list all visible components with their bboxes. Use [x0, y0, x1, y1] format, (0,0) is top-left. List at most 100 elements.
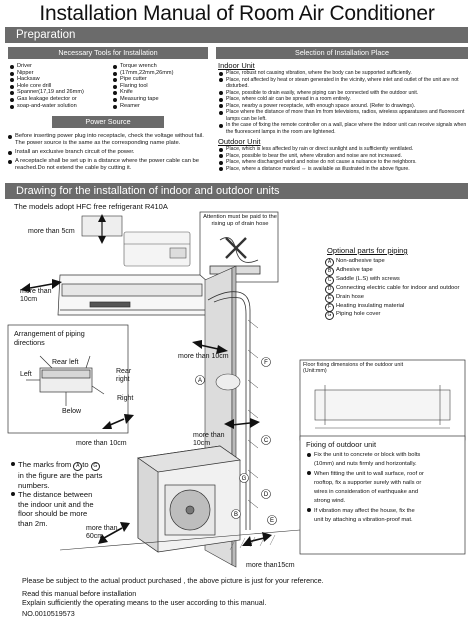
tool-item: Knife [112, 89, 212, 96]
part-text: Saddle (L.S) with screws [336, 275, 400, 282]
power-item: Before inserting power plug into recepta… [7, 133, 210, 147]
arrow-60cm [98, 522, 130, 544]
outdoor-item: Place, possible to bear the unit, where … [218, 153, 470, 160]
piping-direction-diagram [26, 355, 105, 406]
label-more-than-15cm: more than15cm [246, 562, 295, 569]
part-text: Drain hose [336, 293, 365, 300]
arrow-10cm-out2 [224, 418, 260, 429]
part-text: Adhesive tape [336, 266, 373, 273]
power-header: Power Source [52, 116, 164, 128]
part-text: Connecting electric cable for indoor and… [336, 284, 460, 291]
model-note: The models adopt HFC free refrigerant R4… [14, 202, 168, 211]
distance-arrows [20, 279, 272, 546]
tool-item: (17mm,22mm,26mm) [112, 70, 212, 77]
power-item: Install an exclusive branch circuit of t… [7, 149, 210, 156]
svg-text:A: A [198, 378, 202, 384]
footer-explain: Explain sufficiently the operating means… [22, 598, 267, 607]
svg-text:C: C [264, 438, 269, 444]
dir-rear-right: Rear right [116, 368, 132, 383]
installation-illustration: F A C D E G B [7, 211, 466, 568]
floor-fixing-diagram [314, 385, 451, 429]
svg-text:D: D [264, 492, 269, 498]
arrow-10cm-out1 [102, 414, 134, 429]
arrow-15cm [242, 532, 272, 546]
part-letter: A [325, 258, 334, 267]
fixing-item: If vibration may affect the house, fix t… [306, 507, 424, 526]
tool-item: Pipe cutter [112, 76, 212, 83]
wall-illustration [81, 214, 123, 244]
attention-text: Attention must be paid to the rising up … [203, 214, 277, 227]
arrow-10cm-mid [192, 340, 228, 354]
floor-line [59, 529, 301, 551]
callout-g: G [239, 473, 249, 483]
dir-rear-left: Rear left [52, 359, 79, 366]
drawing-bar: Drawing for the installation of indoor a… [5, 183, 468, 199]
indoor-item: Place, not affected by heat or steam gen… [218, 77, 470, 90]
arrow-10cm-left [20, 279, 62, 292]
outdoor-list: Place, which is less affected by rain or… [218, 146, 470, 172]
outdoor-unit-heading: Outdoor Unit [218, 137, 261, 146]
indoor-item: Place where the distance of more than lm… [218, 109, 470, 122]
tool-item: Hole core drill [9, 83, 109, 90]
callout-d: D [261, 489, 271, 499]
part-letter: G [325, 311, 334, 321]
indoor-item: Place, nearby a power receptacle, with e… [218, 103, 470, 110]
callout-markers: F A C D E G B [195, 357, 277, 525]
label-more-than-60cm: more than 60cm [86, 525, 118, 540]
svg-text:B: B [234, 512, 238, 518]
indoor-unit-heading: Indoor Unit [218, 61, 255, 70]
tool-item: Torque wrench [112, 63, 212, 70]
callout-c: C [261, 435, 271, 445]
dir-right: Right [117, 395, 134, 402]
mounting-plate [123, 231, 191, 267]
part-letter: F [325, 302, 334, 312]
tool-item: Reamer [112, 103, 212, 110]
indoor-item: Place, where cold air can be spread in a… [218, 96, 470, 103]
label-more-than-10cm-left: more than 10cm [20, 288, 52, 303]
preparation-bar: Preparation [5, 27, 468, 43]
fixing-outdoor-list: Fix the unit to concrete or block with b… [306, 451, 424, 525]
indoor-item: In the case of fixing the remote control… [218, 122, 470, 135]
part-text: Heating insulating material [336, 302, 405, 309]
tool-item: Hacksaw [9, 76, 109, 83]
page-title: Installation Manual of Room Air Conditio… [39, 2, 435, 25]
tool-item: Measuring tape [112, 96, 212, 103]
preparation-label: Preparation [16, 29, 76, 41]
outdoor-item: Place, where discharged wind and noise d… [218, 159, 470, 166]
callout-b: B [231, 509, 241, 519]
tool-item: soap-and-water solution [9, 103, 109, 110]
selection-header: Selection of Installation Place [216, 47, 468, 59]
selection-body: Indoor Unit Place, robust not causing vi… [218, 61, 470, 172]
sleeve [215, 373, 241, 391]
label-more-than-10cm-out2: more than 10cm [193, 432, 225, 447]
fixing-outdoor-box [299, 435, 466, 555]
indoor-item: Place, robust not causing vibration, whe… [218, 70, 470, 77]
optional-parts-title: Optional parts for piping [327, 246, 408, 255]
indoor-unit [57, 274, 209, 316]
indoor-list: Place, robust not causing vibration, whe… [218, 70, 470, 135]
fixing-item: When fitting the unit to wall surface, r… [306, 470, 424, 507]
part-text: Piping hole cover [336, 311, 381, 318]
piping-directions-title: Arrangement of piping directions [14, 329, 85, 347]
footer-disclaimer: Please be subject to the actual product … [22, 576, 324, 585]
footer-read-manual: Read this manual before installation [22, 589, 137, 598]
drawing-header: Drawing for the installation of indoor a… [16, 185, 280, 197]
label-more-than-5cm: more than 5cm [28, 228, 75, 235]
tools-column-2: Torque wrench(17mm,22mm,26mm)Pipe cutter… [112, 63, 212, 109]
svg-text:G: G [242, 476, 247, 482]
tool-item: Flaring tool [112, 83, 212, 90]
power-item: A receptacle shall be set up in a distan… [7, 158, 210, 172]
callout-f: F [261, 357, 271, 367]
svg-text:F: F [264, 360, 268, 366]
part-letter: B [325, 266, 334, 276]
